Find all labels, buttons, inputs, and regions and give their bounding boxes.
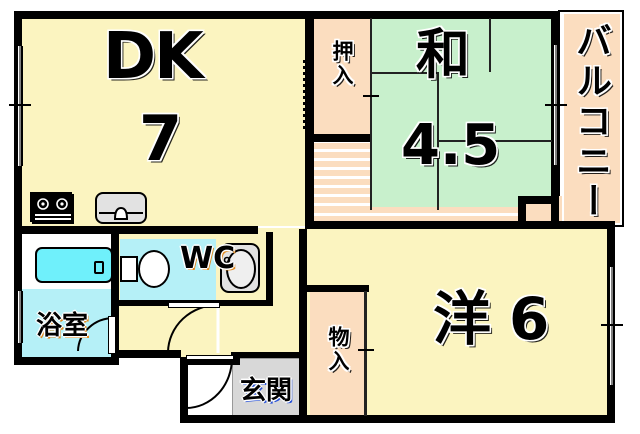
- wall-dk-hallway: [250, 226, 258, 234]
- label-yoshitsu: 洋: [433, 285, 492, 353]
- outer-wall-genkan-left: [180, 357, 188, 419]
- bathtub-icon: [35, 247, 113, 283]
- window-yoshitsu-right: [608, 267, 615, 385]
- wall-mononyuu-top: [305, 285, 369, 292]
- label-dk: DK: [103, 20, 204, 94]
- window-yoshitsu-right-tick: [601, 324, 623, 326]
- label-balcony: バルコニー: [570, 22, 611, 222]
- wc-door-swing-icon: [167, 304, 220, 353]
- wall-genkan-top: [231, 352, 307, 358]
- wall-basin-bottom: [216, 300, 273, 306]
- toilet-bowl-icon: [138, 250, 170, 288]
- balcony-inner-gap: [560, 12, 564, 225]
- tatami-line-3: [437, 140, 552, 142]
- room-dk-fill: [22, 18, 307, 226]
- window-bath-left: [16, 291, 23, 343]
- wall-kitchen-counter-bottom: [14, 226, 258, 234]
- wall-oshiire-bottom: [305, 134, 371, 142]
- mononyuu-door-tick: [358, 349, 374, 351]
- genkan-pad: [232, 358, 307, 416]
- outer-wall-bottom-main: [180, 415, 615, 423]
- room-balcony-fill: [562, 14, 620, 223]
- wash-basin-icon: [220, 243, 260, 293]
- wall-small-closet-left: [518, 196, 526, 229]
- room-oshiire-fill: [313, 18, 371, 138]
- oshiire-door-tick: [363, 95, 379, 97]
- tatami-line-4: [489, 18, 491, 72]
- window-dk-left-tick: [9, 104, 31, 106]
- window-washitsu-right-tick: [545, 104, 567, 106]
- bathtub-drain-icon: [94, 261, 104, 274]
- wall-washitsu-bottom: [305, 221, 615, 229]
- outer-wall-top: [14, 11, 559, 19]
- toilet-tank-icon: [120, 256, 138, 282]
- window-dk-left: [16, 46, 23, 166]
- wall-genkan-right: [299, 352, 307, 416]
- label-yokushitsu: 浴室: [36, 311, 89, 341]
- label-oshiire: 押入: [330, 40, 354, 88]
- bath-door-swing-icon: [77, 317, 115, 352]
- wall-bath-wc: [111, 234, 119, 358]
- wall-mononyuu-right: [364, 291, 367, 416]
- label-yoshitsu-size: 6: [509, 285, 550, 353]
- wall-small-closet-top: [518, 196, 559, 204]
- gas-stove-icon: [30, 192, 74, 224]
- genkan-door-leaf: [186, 355, 234, 360]
- bath-door-leaf: [108, 316, 116, 354]
- wall-basin-right: [266, 232, 273, 306]
- outer-wall-bottom-left: [14, 357, 119, 365]
- sliding-wall-dk-oshiire: [303, 60, 306, 132]
- room-mononyuu-fill: [310, 291, 365, 416]
- wall-bath-right: [111, 350, 181, 358]
- label-washitsu: 和: [416, 23, 470, 86]
- genkan-door-swing-icon: [185, 357, 234, 410]
- label-mononyuu: 物入: [326, 326, 350, 374]
- wall-washitsu-left: [370, 18, 372, 210]
- outer-wall-bottom-hall: [180, 357, 240, 365]
- wall-hallway-yoshitsu: [299, 229, 307, 416]
- wall-dk-oshiire: [305, 11, 314, 229]
- room-washitsu-fill: [371, 18, 552, 210]
- label-wc: WC: [180, 244, 235, 274]
- label-dk-size: 7: [139, 102, 183, 175]
- label-genkan: 玄関: [240, 376, 293, 406]
- tatami-line-1: [371, 72, 438, 74]
- fusuma-vertical-band: [313, 143, 371, 210]
- sliding-wall-hallway-mononyuu: [304, 286, 307, 370]
- kitchen-sink-icon: [95, 192, 147, 224]
- label-washitsu-size: 4.5: [401, 113, 501, 178]
- wc-door-leaf: [168, 302, 220, 308]
